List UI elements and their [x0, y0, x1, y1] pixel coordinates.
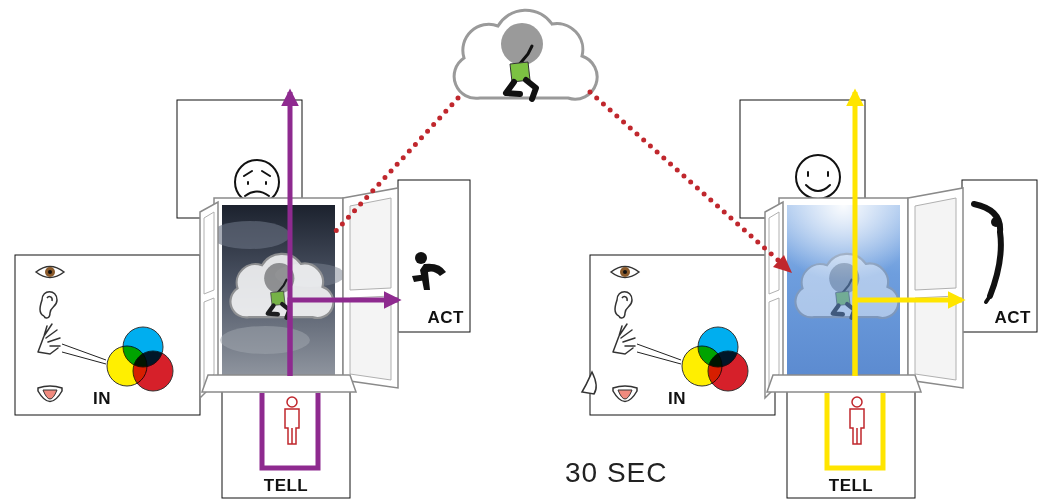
tell-figure [850, 397, 864, 444]
panel-box: TELL [222, 376, 350, 498]
happy-face [796, 155, 840, 199]
window-sunny [765, 188, 963, 398]
thought-cloud [454, 10, 597, 99]
window-storm [220, 326, 310, 354]
sense-icons [611, 267, 748, 402]
duration-label: 30 SEC [565, 458, 668, 489]
act-figure [991, 217, 1001, 227]
dotted-leader [335, 98, 458, 232]
happy-face [806, 172, 830, 191]
window-storm [200, 188, 398, 398]
window-sunny [795, 254, 898, 318]
window-storm [200, 188, 398, 398]
panel-box: ACT [398, 180, 470, 332]
panel-box: IN [15, 255, 200, 415]
nose-icon [582, 372, 596, 394]
panel-label: TELL [829, 477, 874, 496]
act-figure [412, 264, 446, 290]
flow-arrow [855, 300, 962, 376]
panel-outline [962, 180, 1037, 332]
panel-label: TELL [264, 477, 309, 496]
panel-outline [222, 376, 350, 498]
flow-lines [262, 393, 318, 468]
dotted-leader [773, 255, 792, 273]
window-storm [230, 254, 333, 318]
panel-label: ACT [995, 309, 1031, 328]
panel-outline [787, 376, 915, 498]
dotted-leader [590, 92, 778, 260]
dotted-leader [335, 92, 792, 273]
act-figure [974, 204, 1001, 302]
panel-outline [590, 255, 775, 415]
act-figure [415, 252, 427, 264]
window-sunny [795, 254, 898, 318]
flow-lines [262, 92, 883, 468]
sense-icons [36, 267, 173, 402]
act-figure [986, 296, 990, 302]
window-storm [210, 221, 290, 249]
panel-box: ACT [962, 180, 1037, 332]
panel-box: TELL [787, 376, 915, 498]
happy-face [796, 155, 840, 199]
panel-label: IN [668, 390, 686, 409]
window-sunny [787, 205, 900, 375]
panel-outlines [15, 180, 1037, 498]
panel-label: IN [93, 390, 111, 409]
window-sunny [779, 198, 908, 382]
window-sunny [765, 188, 963, 398]
tell-figure [285, 397, 299, 444]
panel-box: IN [590, 255, 775, 415]
panel-outline [15, 255, 200, 415]
act-figure [412, 252, 446, 290]
flow-lines [827, 393, 883, 468]
flow-arrow [290, 300, 398, 376]
act-figure [974, 204, 1001, 296]
window-storm [230, 254, 333, 318]
sad-face [244, 171, 270, 196]
panel-outline [398, 180, 470, 332]
panel-label: ACT [428, 309, 464, 328]
thought-cloud [454, 10, 597, 99]
